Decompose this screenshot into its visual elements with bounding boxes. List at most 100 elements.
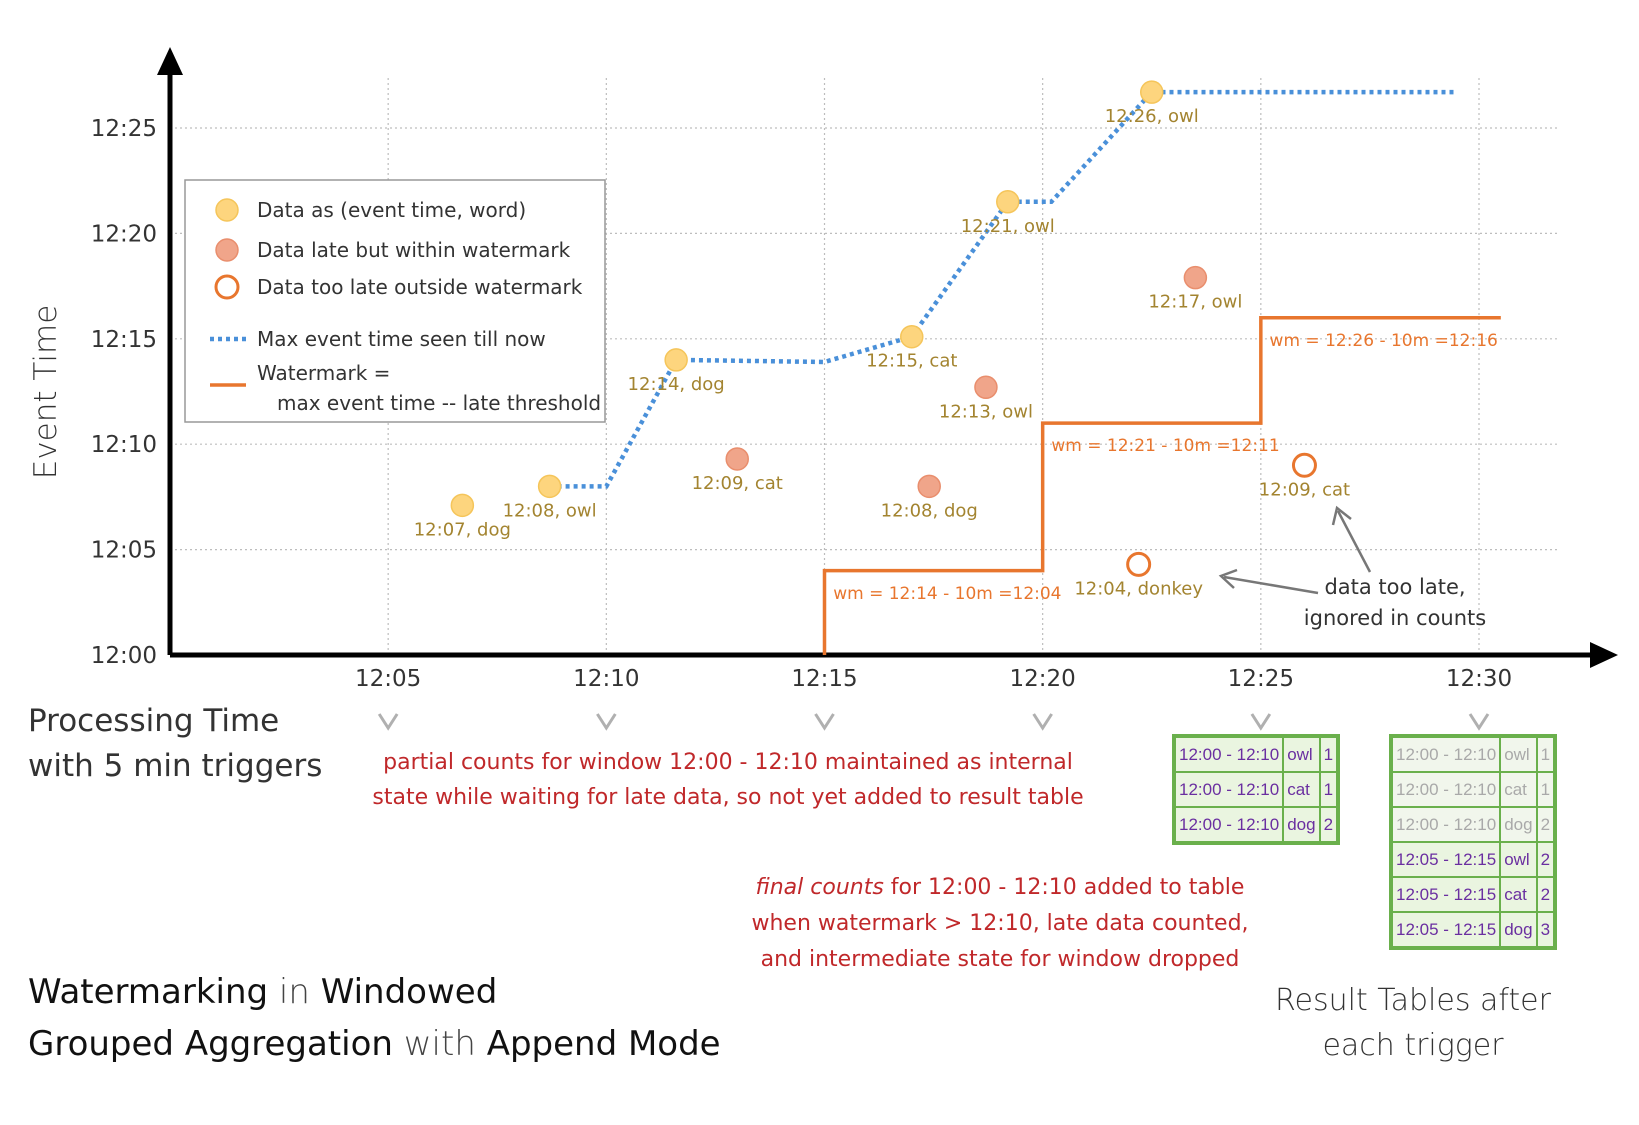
trigger-arrow-icon xyxy=(596,713,617,731)
data-point xyxy=(1126,551,1152,577)
x-tick-label: 12:05 xyxy=(355,666,421,692)
final-counts-note: when watermark > 12:10, late data counte… xyxy=(751,911,1248,936)
data-point-label: 12:14, dog xyxy=(628,374,725,395)
y-tick-label: 12:20 xyxy=(91,221,157,247)
data-point-label: 12:21, owl xyxy=(961,216,1055,237)
table-cell-window: 12:05 - 12:15 xyxy=(1389,911,1502,949)
x-axis-arrow xyxy=(1590,642,1618,668)
pointer-arrow-head-icon xyxy=(1331,505,1352,526)
legend: Data as (event time, word)Data late but … xyxy=(184,179,606,423)
table-cell-count: 3 xyxy=(1535,911,1557,949)
table-cell-count: 1 xyxy=(1535,735,1557,773)
table-cell-word: cat xyxy=(1282,771,1321,808)
data-point-label: 12:09, cat xyxy=(692,473,783,494)
x-tick-label: 12:25 xyxy=(1228,666,1294,692)
legend-box xyxy=(184,179,606,423)
data-point xyxy=(450,493,475,518)
data-point-label: 12:15, cat xyxy=(866,351,957,372)
data-point-label: 12:17, owl xyxy=(1148,292,1242,313)
table-cell-window: 12:00 - 12:10 xyxy=(1172,771,1285,808)
diagram-title: Grouped Aggregation with Append Mode xyxy=(28,1024,721,1064)
trigger-arrow-icon xyxy=(377,713,399,731)
pointer-arrow xyxy=(1223,575,1319,595)
trigger-arrow-icon xyxy=(1032,713,1053,731)
x-tick-label: 12:15 xyxy=(791,666,857,692)
y-tick-label: 12:25 xyxy=(91,116,157,142)
table-cell-count: 1 xyxy=(1318,735,1340,773)
data-point-label: 12:08, owl xyxy=(503,500,597,521)
final-counts-emphasis: final counts xyxy=(756,875,884,900)
data-point xyxy=(1140,80,1164,104)
watermark-label: wm = 12:14 - 10m =12:04 xyxy=(833,584,1061,604)
legend-marker xyxy=(215,238,239,262)
y-tick-label: 12:05 xyxy=(91,538,157,564)
table-cell-window: 12:00 - 12:10 xyxy=(1389,735,1502,773)
x-axis-title: with 5 min triggers xyxy=(28,748,322,784)
table-cell-window: 12:05 - 12:15 xyxy=(1389,876,1502,913)
result-tables-caption: Result Tables after xyxy=(1275,983,1552,1018)
y-axis-arrow xyxy=(157,47,183,75)
table-cell-count: 2 xyxy=(1535,876,1557,913)
x-tick-label: 12:30 xyxy=(1446,666,1512,692)
table-cell-window: 12:00 - 12:10 xyxy=(1389,771,1502,808)
trigger-arrow-icon xyxy=(814,713,835,731)
legend-label: Watermark = xyxy=(257,361,390,385)
table-cell-word: dog xyxy=(1499,806,1538,843)
watermark-label: wm = 12:26 - 10m =12:16 xyxy=(1270,331,1498,351)
x-axis-title: Processing Time xyxy=(28,703,279,739)
x-tick-label: 12:20 xyxy=(1010,666,1076,692)
table-cell-count: 1 xyxy=(1535,771,1557,808)
result-tables-caption: each trigger xyxy=(1322,1028,1504,1063)
legend-label: Data late but within watermark xyxy=(257,238,571,262)
table-cell-word: cat xyxy=(1499,876,1538,913)
title-segment: Grouped Aggregation xyxy=(28,1024,393,1064)
data-point xyxy=(974,375,998,400)
title-segment: with xyxy=(393,1024,487,1064)
y-tick-label: 12:00 xyxy=(91,643,157,669)
title-segment: in xyxy=(268,972,321,1012)
table-cell-window: 12:00 - 12:10 xyxy=(1172,735,1285,773)
final-counts-note: final counts for 12:00 - 12:10 added to … xyxy=(756,875,1245,900)
table-cell-word: owl xyxy=(1282,735,1321,773)
table-cell-window: 12:00 - 12:10 xyxy=(1172,806,1285,844)
data-point xyxy=(664,348,688,372)
title-segment: Windowed xyxy=(321,972,498,1012)
x-tick-label: 12:10 xyxy=(573,666,639,692)
data-point-label: 12:13, owl xyxy=(939,401,1033,422)
table-cell-count: 2 xyxy=(1535,841,1557,878)
table-cell-window: 12:00 - 12:10 xyxy=(1389,806,1502,843)
data-point xyxy=(1183,265,1208,290)
final-counts-text: and intermediate state for window droppe… xyxy=(761,947,1240,972)
data-point-label: 12:26, owl xyxy=(1105,106,1199,127)
watermark-line xyxy=(822,315,1501,655)
table-cell-count: 2 xyxy=(1318,806,1340,844)
table-cell-word: dog xyxy=(1282,806,1321,844)
table-cell-count: 2 xyxy=(1535,806,1557,843)
pointer-arrow xyxy=(1336,510,1372,573)
axes xyxy=(157,47,1618,668)
data-point-label: 12:08, dog xyxy=(881,500,978,521)
table-cell-word: dog xyxy=(1499,911,1538,949)
diagram-title: Watermarking in Windowed xyxy=(28,972,497,1012)
x-tick-labels: 12:05 12:10 12:15 12:20 12:25 12:30 xyxy=(355,666,1512,731)
max-event-time-line xyxy=(549,89,1458,489)
legend-marker xyxy=(214,274,240,300)
legend-marker xyxy=(215,198,239,222)
too-late-note: ignored in counts xyxy=(1304,606,1486,630)
table-cell-window: 12:05 - 12:15 xyxy=(1389,841,1502,878)
title-segment: Append Mode xyxy=(487,1024,721,1064)
data-point xyxy=(996,190,1020,214)
